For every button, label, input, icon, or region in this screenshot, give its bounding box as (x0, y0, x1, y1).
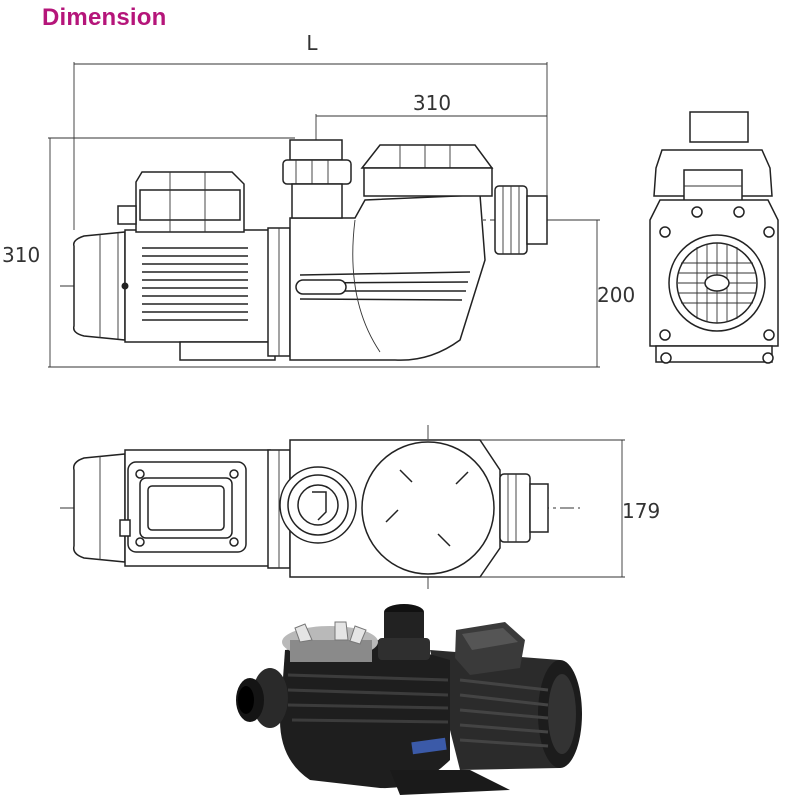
length-label: L (306, 31, 318, 55)
side-view: L 310 310 200 (2, 31, 635, 368)
motor-fins (142, 247, 248, 321)
top-view: 179 (60, 425, 660, 590)
pump-product-photo (236, 604, 582, 795)
port-spacing-label: 310 (413, 91, 451, 115)
page-title: Dimension (42, 4, 167, 31)
fan-grille (678, 243, 756, 323)
inlet-height-label: 200 (597, 283, 635, 307)
height-label: 310 (2, 243, 40, 267)
front-view (649, 111, 779, 364)
width-label: 179 (622, 499, 660, 523)
